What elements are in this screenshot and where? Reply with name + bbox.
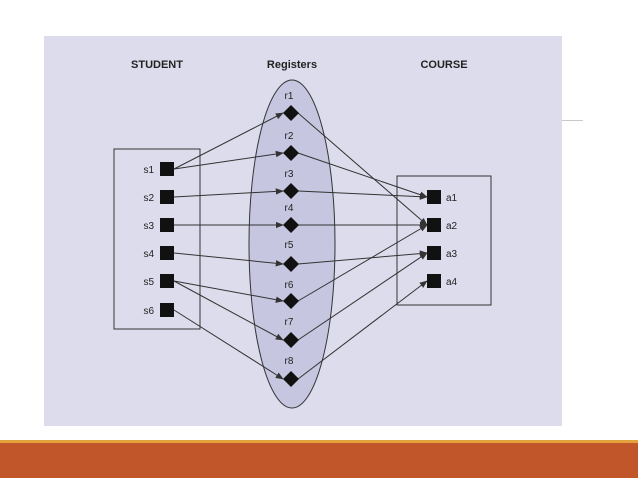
course-label: a1 — [446, 193, 458, 204]
register-node — [283, 332, 299, 348]
register-course-arrow — [297, 190, 428, 200]
student-node — [160, 303, 174, 317]
register-course-arrow — [297, 252, 428, 341]
register-course-arrow — [297, 112, 428, 226]
course-label: a4 — [446, 277, 458, 288]
register-course-arrow — [297, 280, 428, 380]
student-label: s3 — [143, 221, 154, 232]
footer-accent-line — [0, 440, 638, 443]
register-node — [283, 293, 299, 309]
register-label: r2 — [285, 131, 294, 142]
student-register-arrow — [173, 280, 284, 341]
student-label: s1 — [143, 165, 154, 176]
student-node — [160, 246, 174, 260]
student-label: s5 — [143, 277, 154, 288]
student-register-arrow — [173, 309, 284, 380]
register-node — [283, 371, 299, 387]
course-node — [427, 218, 441, 232]
registers-header: Registers — [267, 59, 317, 71]
student-register-arrow — [173, 280, 284, 303]
register-label: r3 — [285, 169, 294, 180]
student-register-arrow — [173, 150, 284, 170]
course-node — [427, 274, 441, 288]
course-label: a3 — [446, 249, 458, 260]
student-node — [160, 274, 174, 288]
student-label: s6 — [143, 306, 154, 317]
register-node — [283, 256, 299, 272]
student-node — [160, 218, 174, 232]
student-label: s2 — [143, 193, 154, 204]
registers-ellipse — [248, 79, 336, 409]
student-header: STUDENT — [131, 59, 183, 71]
register-label: r6 — [285, 280, 294, 291]
course-header: COURSE — [420, 59, 467, 71]
student-label: s4 — [143, 249, 154, 260]
student-register-arrow — [173, 112, 284, 170]
register-node — [283, 183, 299, 199]
student-node — [160, 190, 174, 204]
course-set-box — [396, 175, 492, 306]
course-node — [427, 246, 441, 260]
student-set-box — [113, 148, 201, 330]
register-course-arrow — [297, 224, 428, 302]
links-layer — [173, 112, 428, 380]
student-node — [160, 162, 174, 176]
register-course-arrow — [297, 152, 428, 198]
register-course-arrow — [297, 250, 428, 265]
slide-rule — [562, 120, 583, 121]
register-label: r8 — [285, 356, 294, 367]
register-node — [283, 217, 299, 233]
student-register-arrow — [173, 188, 284, 198]
register-label: r1 — [285, 91, 294, 102]
nodes-layer: s1 s2 s3 s4 s5 s6 r1 r2 r3 r4 r5 r6 r7 r8 a1 a2 a3 a4 — [143, 91, 458, 387]
footer-bar — [0, 443, 638, 478]
student-register-arrow — [173, 252, 284, 267]
register-node — [283, 105, 299, 121]
register-label: r5 — [285, 240, 294, 251]
register-node — [283, 145, 299, 161]
course-label: a2 — [446, 221, 458, 232]
register-label: r4 — [285, 203, 294, 214]
register-label: r7 — [285, 317, 294, 328]
course-node — [427, 190, 441, 204]
